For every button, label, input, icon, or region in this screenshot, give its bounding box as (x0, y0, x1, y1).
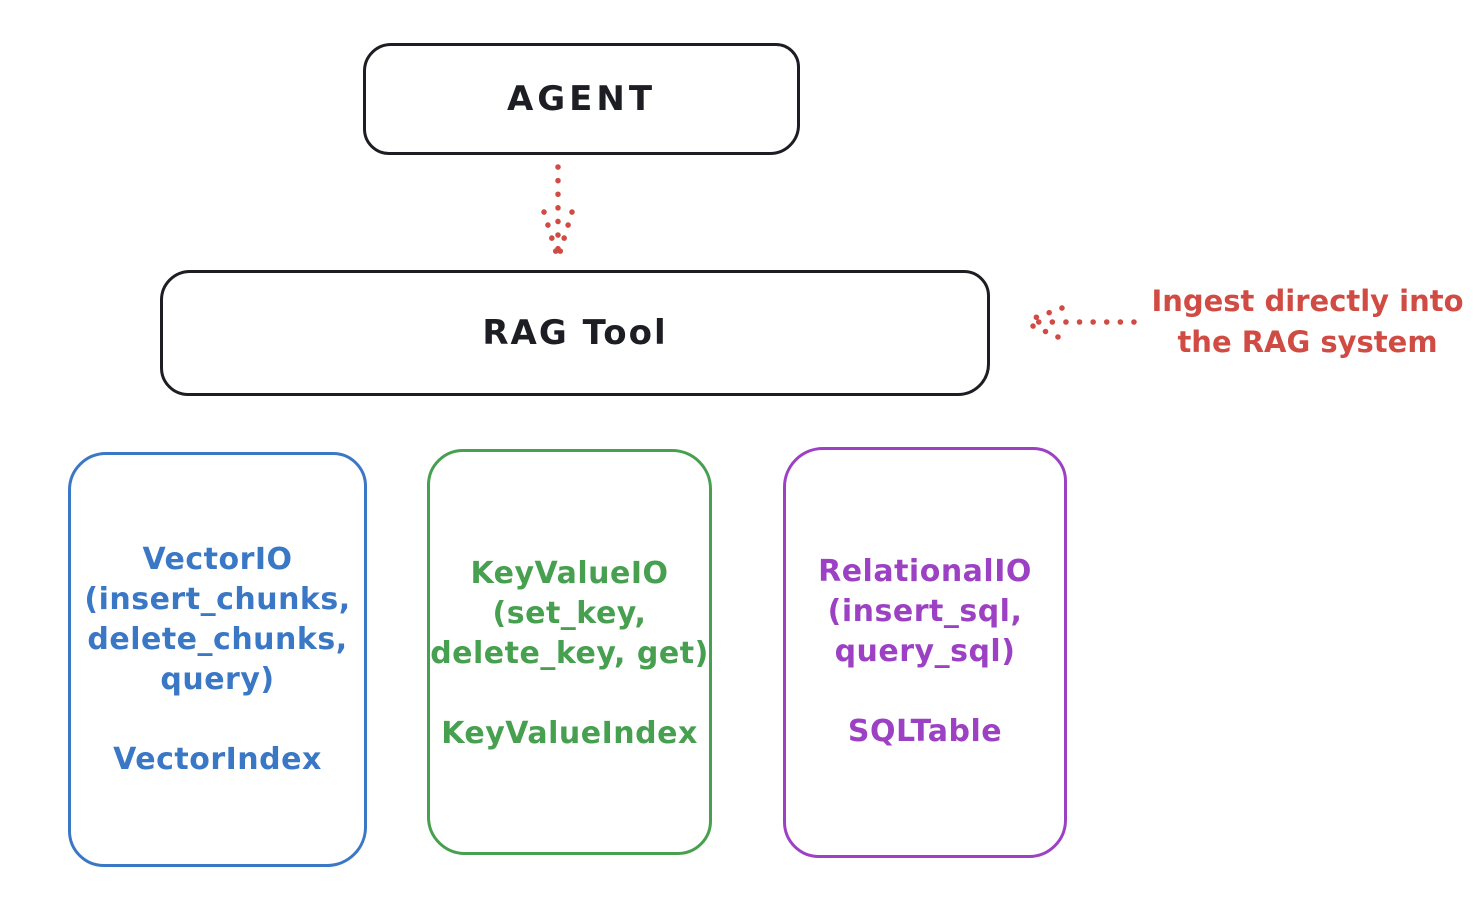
relational-io-description: RelationalIO (insert_sql, query_sql) (818, 552, 1032, 672)
arrow-left-ingest-icon (1023, 305, 1137, 340)
text-line: RelationalIO (818, 554, 1032, 589)
vector-io-description: VectorIO (insert_chunks, delete_chunks,que… (84, 540, 350, 700)
sql-table-label: SQLTable (847, 714, 1003, 749)
ingest-annotation: Ingest directly into the RAG system (1140, 281, 1475, 363)
ingest-annotation-text: Ingest directly into the RAG system (1140, 281, 1475, 363)
key-value-index-label: KeyValueIndex (441, 716, 698, 751)
vector-io-node: VectorIO (insert_chunks, delete_chunks,que… (68, 452, 367, 867)
text-line: (insert_chunks, (84, 582, 351, 617)
key-value-io-description: KeyValueIO (set_key, delete_key, get) (430, 554, 709, 674)
text-line: VectorIO (142, 542, 293, 577)
text-line: KeyValueIO (470, 556, 669, 591)
text-line: delete_chunks, (87, 622, 348, 657)
vector-index-label: VectorIndex (113, 742, 322, 777)
key-value-io-node: KeyValueIO (set_key, delete_key, get) KeyV… (427, 449, 712, 855)
relational-io-node: RelationalIO (insert_sql, query_sql) SQLTa… (783, 447, 1067, 858)
text-line: query_sql) (834, 634, 1016, 669)
text-line: query) (160, 662, 275, 697)
agent-node-label: AGENT (506, 79, 657, 119)
text-line: (insert_sql, (827, 594, 1023, 629)
text-line: delete_key, get) (430, 636, 709, 671)
text-line: Ingest directly into (1151, 284, 1464, 318)
arrow-down-agent-to-rag-icon (541, 164, 575, 255)
text-line: the RAG system (1177, 325, 1438, 359)
agent-node: AGENT (363, 43, 800, 155)
text-line: (set_key, (492, 596, 647, 631)
rag-tool-node: RAG Tool (160, 270, 990, 396)
rag-tool-node-label: RAG Tool (482, 313, 668, 353)
